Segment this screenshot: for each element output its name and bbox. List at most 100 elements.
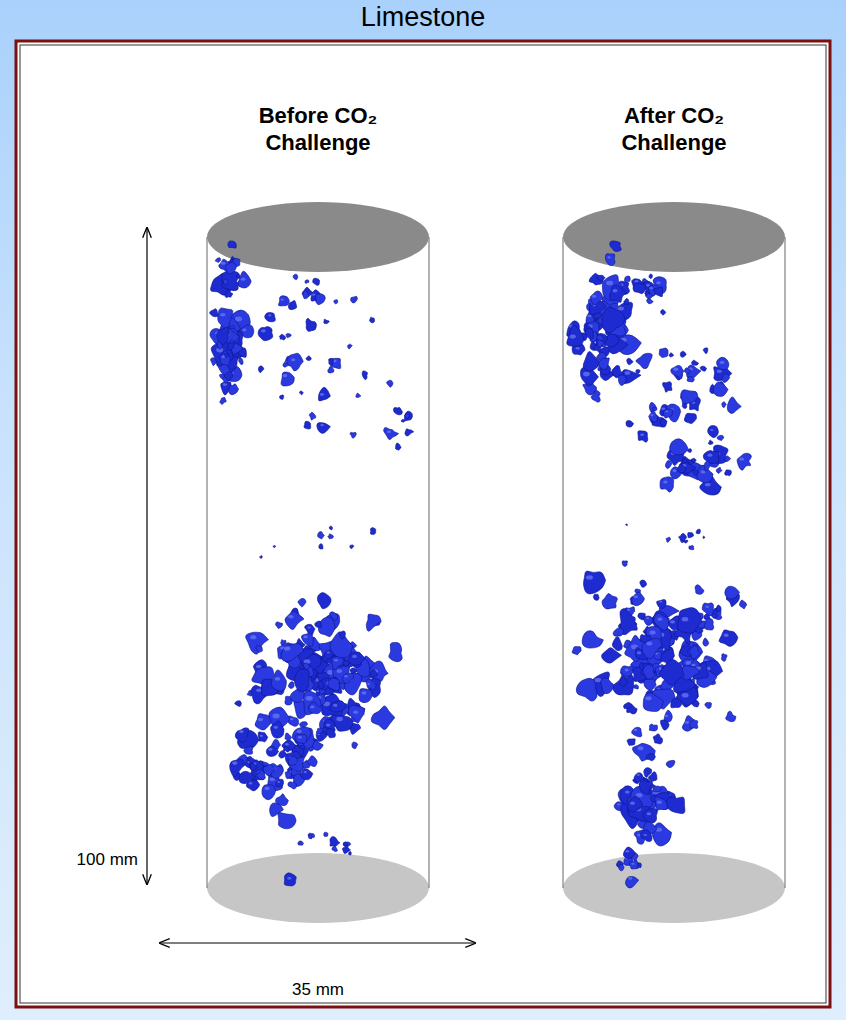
pore-highlight: [306, 696, 313, 701]
pore-highlight: [657, 801, 662, 805]
pore-highlight: [583, 372, 590, 377]
pore-highlight: [717, 370, 722, 374]
pore-blob: [278, 296, 289, 306]
column-heading: Before CO₂ Challenge: [233, 102, 403, 156]
pore-blob: [342, 846, 350, 854]
pore-blob: [649, 411, 658, 422]
pore-blob: [684, 368, 690, 375]
pore-blob: [624, 299, 629, 305]
pore-highlight: [320, 424, 324, 426]
pore-blob: [692, 360, 699, 365]
pore-blob: [726, 711, 736, 722]
cylinder: [563, 202, 785, 923]
pore-blob: [317, 593, 331, 609]
pore-highlight: [277, 781, 280, 783]
pore-highlight: [673, 368, 678, 371]
pore-blob: [722, 374, 730, 383]
pore-blob: [366, 679, 376, 690]
pore-highlight: [673, 469, 677, 472]
pore-highlight: [250, 635, 256, 639]
pore-blob: [271, 670, 286, 691]
pore-blob: [610, 285, 627, 303]
pore-blob: [591, 390, 600, 402]
pore-blob: [280, 395, 284, 400]
pore-highlight: [586, 575, 593, 579]
pore-blob: [239, 771, 256, 783]
pore-highlight: [682, 617, 689, 621]
pore-blob: [285, 733, 292, 741]
pore-blob: [664, 409, 673, 418]
pore-blob: [328, 678, 340, 691]
pore-blob: [224, 353, 228, 357]
pore-highlight: [612, 289, 617, 292]
pore-blob: [583, 571, 605, 594]
pore-blob: [725, 470, 732, 476]
pore-blob: [315, 621, 322, 627]
pore-highlight: [232, 761, 237, 765]
pore-blob: [239, 358, 244, 364]
pore-blob: [641, 665, 656, 678]
pore-blob: [351, 296, 358, 303]
pore-blob: [684, 540, 688, 543]
pore-blob: [576, 678, 597, 701]
pore-blob: [271, 721, 284, 739]
dimension-arrow: [160, 942, 475, 943]
pore-blob: [644, 768, 652, 778]
pore-highlight: [256, 689, 261, 693]
pore-blob: [324, 319, 330, 323]
pore-blob: [641, 830, 652, 842]
pore-highlight: [647, 812, 651, 815]
pore-blob: [572, 647, 581, 655]
pore-blob: [621, 666, 634, 677]
pore-blob: [292, 727, 311, 743]
pore-blob: [677, 464, 685, 473]
pore-blob: [708, 440, 713, 444]
dimension-arrow: [146, 228, 147, 884]
pore-blob: [682, 666, 699, 680]
pore-blob: [700, 366, 706, 371]
pore-blob: [329, 359, 334, 365]
pore-blob: [350, 432, 356, 438]
pore-blob: [218, 308, 233, 328]
pore-highlight: [710, 429, 713, 431]
pore-blob: [305, 280, 309, 284]
pore-blob: [326, 729, 336, 738]
pore-highlight: [576, 347, 580, 350]
pore-blob: [371, 706, 395, 730]
pore-highlight: [223, 383, 227, 386]
pore-highlight: [334, 659, 338, 662]
pore-blob: [342, 673, 353, 684]
pore-blob: [395, 443, 401, 450]
pore-highlight: [625, 669, 629, 672]
pore-highlight: [587, 315, 591, 318]
pore-highlight: [617, 804, 620, 806]
pore-blob: [288, 756, 297, 765]
pore-blob: [356, 393, 361, 397]
pore-blob: [318, 681, 324, 689]
pore-blob: [682, 403, 687, 408]
pore-blob: [682, 716, 697, 732]
pore-blob: [281, 372, 294, 386]
pore-blob: [220, 397, 226, 404]
pore-highlight: [333, 704, 338, 707]
pore-highlight: [298, 736, 302, 739]
pore-blob: [275, 779, 283, 787]
pore-blob: [330, 632, 353, 658]
pore-blob: [665, 797, 685, 814]
pore-highlight: [625, 791, 630, 794]
pore-blob: [597, 340, 604, 348]
pore-blob: [654, 287, 663, 297]
pore-highlight: [682, 693, 689, 698]
pore-highlight: [637, 774, 640, 776]
pore-highlight: [628, 877, 632, 880]
pore-highlight: [312, 293, 316, 295]
pore-highlight: [287, 877, 291, 880]
pore-blob: [288, 682, 294, 689]
pore-blob: [285, 696, 292, 705]
pore-blob: [294, 669, 309, 692]
pore-blob: [655, 797, 667, 810]
pore-highlight: [220, 313, 226, 317]
pore-blob: [328, 366, 334, 373]
pore-highlight: [650, 414, 653, 416]
pore-blob: [619, 865, 625, 871]
